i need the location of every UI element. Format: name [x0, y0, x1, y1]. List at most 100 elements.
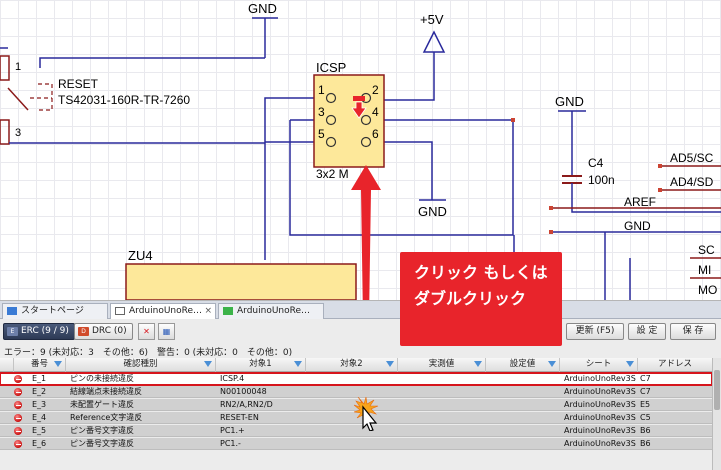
erc-label: ERC (9 / 9) [21, 326, 69, 336]
icsp-connector[interactable] [313, 74, 385, 168]
header-type[interactable]: 確認種別 [66, 358, 216, 372]
error-marker-arrow-icon [351, 101, 367, 119]
document-tab-bar: スタートページ ArduinoUnoRe… × ArduinoUnoRe… [0, 301, 721, 319]
header-setting[interactable]: 設定値 [486, 358, 560, 372]
tab-pcb[interactable]: ArduinoUnoRe… [218, 303, 324, 319]
row-type: ピン番号文字違反 [70, 426, 134, 435]
drc-button[interactable]: D DRC (0) [74, 323, 133, 340]
filter-icon[interactable] [626, 361, 634, 367]
row-address: B6 [640, 439, 651, 448]
tab-label: ArduinoUnoRe… [129, 306, 203, 316]
icsp-pin-6: 6 [372, 127, 379, 141]
table-row[interactable]: E_3 未配置ゲート違反 RN2/A,RN2/D ArduinoUnoRev3S… [0, 399, 712, 411]
reset-label: RESET [58, 77, 99, 91]
tab-start-page[interactable]: スタートページ [2, 303, 108, 319]
header-sheet[interactable]: シート [560, 358, 638, 372]
row-sheet: ArduinoUnoRev3S [564, 374, 636, 383]
error-icon [14, 401, 22, 409]
row-id: E_4 [32, 413, 47, 422]
wire [571, 183, 721, 213]
tab-label: スタートページ [21, 306, 84, 316]
net-ad4-label: AD4/SD [670, 175, 714, 189]
wire [384, 52, 435, 101]
table-scrollbar[interactable] [712, 358, 721, 470]
save-button[interactable]: 保 存 [670, 323, 716, 340]
switch-body [0, 119, 10, 145]
table-row[interactable]: E_6 ピン番号文字違反 PC1.- ArduinoUnoRev3S B6 [0, 438, 712, 450]
wire [264, 97, 314, 260]
filter-icon[interactable] [294, 361, 302, 367]
header-measured[interactable]: 実測値 [398, 358, 486, 372]
header-label: アドレス [657, 359, 692, 369]
junction [549, 230, 553, 234]
row-target1: RN2/A,RN2/D [220, 400, 273, 409]
close-icon[interactable]: × [204, 306, 212, 316]
pcb-icon [223, 307, 233, 315]
zu4-part[interactable] [125, 263, 357, 300]
icsp-pad [360, 114, 372, 126]
refresh-button[interactable]: 更新 (F5) [566, 323, 624, 340]
row-sheet: ArduinoUnoRev3S [564, 387, 636, 396]
table-row[interactable]: E_2 結線端点未接続違反 N00100048 ArduinoUnoRev3S … [0, 386, 712, 398]
row-address: C5 [640, 413, 651, 422]
table-row[interactable]: E_1 ピンの未接続違反 ICSP.4 ArduinoUnoRev3S C7 [0, 372, 712, 386]
header-number[interactable]: 番号 [14, 358, 66, 372]
header-label: シート [585, 359, 612, 369]
filter-icon[interactable] [54, 361, 62, 367]
header-target1[interactable]: 対象1 [216, 358, 306, 372]
filter-icon[interactable] [474, 361, 482, 367]
filter-icon[interactable] [386, 361, 394, 367]
row-type: 未配置ゲート違反 [70, 400, 134, 409]
table-row[interactable]: E_5 ピン番号文字違反 PC1.+ ArduinoUnoRev3S B6 [0, 425, 712, 437]
header-address[interactable]: アドレス [638, 358, 712, 372]
net-mi-label: MI [698, 263, 711, 277]
settings-button[interactable]: 設 定 [628, 323, 666, 340]
error-icon [14, 414, 22, 422]
schematic-drawing: GND 1 3 RESET TS42031-160R-TR-7260 +5V G… [0, 1, 721, 300]
filter-icon[interactable] [204, 361, 212, 367]
error-table: 番号 確認種別 対象1 対象2 実測値 設定値 シート アドレス E_1 ピンの… [0, 358, 712, 470]
switch-lever [7, 87, 29, 111]
wire [39, 57, 265, 68]
gnd-top-label: GND [248, 1, 277, 16]
row-address: C7 [640, 374, 651, 383]
row-id: E_6 [32, 439, 47, 448]
vcc-label: +5V [420, 12, 444, 27]
wire [289, 120, 514, 236]
c4-label: C4 [588, 156, 604, 170]
row-target1: N00100048 [220, 387, 267, 396]
row-target1: RESET-EN [220, 413, 259, 422]
verification-toolbar: E ERC (9 / 9) D DRC (0) ✕ ▦ 更新 (F5) 設 定 … [0, 320, 721, 344]
header-target2[interactable]: 対象2 [306, 358, 398, 372]
clear-icon[interactable]: ✕ [138, 323, 155, 340]
error-icon [14, 440, 22, 448]
icsp-pad [325, 136, 337, 148]
net-aref-label: AREF [624, 195, 656, 209]
icsp-pin-5: 5 [318, 127, 325, 141]
row-type: 結線端点未接続違反 [70, 387, 142, 396]
junction [658, 188, 662, 192]
pointer-arrow-icon [362, 405, 378, 431]
c4-value-label: 100n [588, 173, 615, 187]
table-row[interactable]: E_4 Reference文字違反 RESET-EN ArduinoUnoRev… [0, 412, 712, 424]
junction [658, 164, 662, 168]
row-target1: ICSP.4 [220, 374, 245, 383]
drc-label: DRC (0) [92, 326, 127, 336]
header-spacer [0, 358, 14, 372]
schematic-canvas[interactable]: GND 1 3 RESET TS42031-160R-TR-7260 +5V G… [0, 0, 721, 300]
erc-button[interactable]: E ERC (9 / 9) [3, 323, 75, 340]
row-id: E_5 [32, 426, 47, 435]
error-icon [14, 388, 22, 396]
header-label: 対象2 [340, 359, 363, 369]
icsp-pin-2: 2 [372, 83, 379, 97]
scrollbar-thumb[interactable] [714, 370, 720, 410]
filter-icon[interactable] [548, 361, 556, 367]
grid-view-icon[interactable]: ▦ [158, 323, 175, 340]
schematic-icon [115, 307, 125, 315]
header-label: 設定値 [509, 359, 536, 369]
net-ad5-label: AD5/SC [670, 151, 714, 165]
icsp-label: ICSP [316, 60, 346, 75]
tab-schematic[interactable]: ArduinoUnoRe… × [110, 303, 216, 319]
error-icon [14, 427, 22, 435]
header-label: 実測値 [428, 359, 455, 369]
